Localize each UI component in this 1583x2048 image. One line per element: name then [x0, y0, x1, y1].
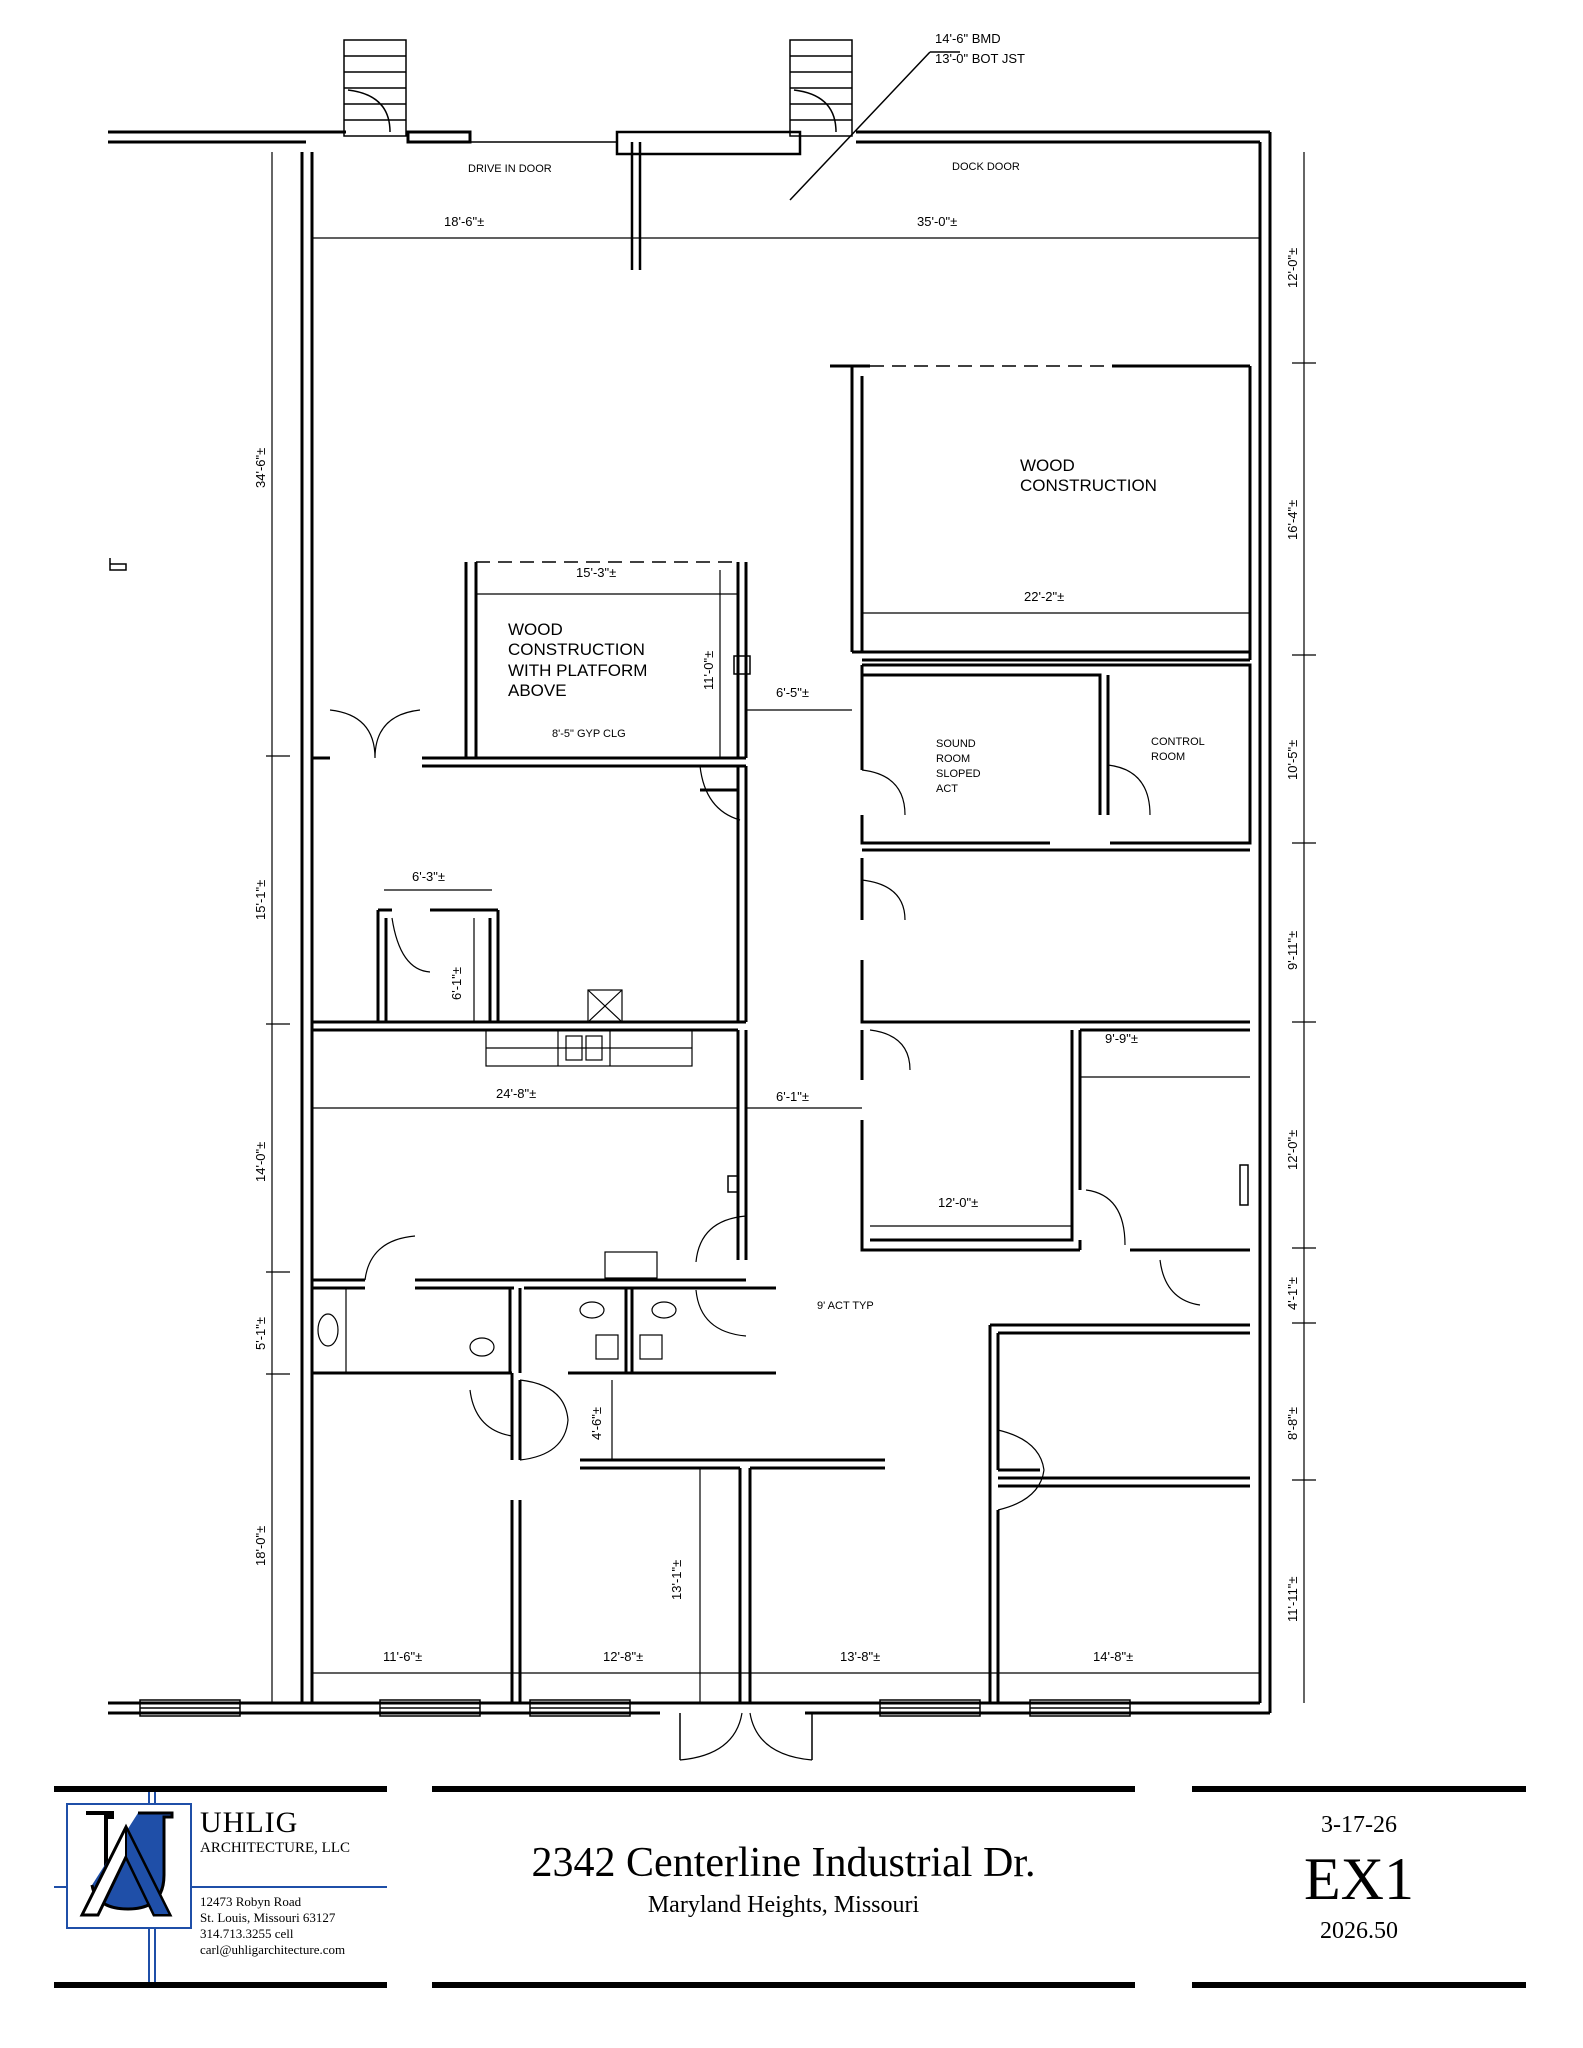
title-bar-top-sheet — [1192, 1786, 1526, 1792]
firm-subtitle: ARCHITECTURE, LLC — [200, 1840, 350, 1856]
dim-bottom-width-3: 13'-8"± — [840, 1649, 881, 1664]
firm-address-line2: St. Louis, Missouri 63127 — [200, 1910, 336, 1925]
dim-bottom-width-2: 12'-8"± — [603, 1649, 644, 1664]
dim-top-right-width: 35'-0"± — [917, 214, 958, 229]
room-label-control-room: CONTROL ROOM — [1151, 736, 1205, 763]
drive-in-door-label: DRIVE IN DOOR — [468, 163, 552, 175]
wood-room-top — [830, 364, 1252, 662]
dim-corridor-upper: 6'-5"± — [776, 685, 810, 700]
dim-right-height-4: 9'-11"± — [1285, 930, 1300, 970]
restroom-block — [312, 1278, 776, 1375]
dim-closet-width: 6'-3"± — [412, 869, 446, 884]
title-bar-top-firm — [54, 1786, 387, 1792]
dim-office-width-b: 9'-9"± — [1105, 1031, 1139, 1046]
dim-office-width-a: 12'-0"± — [938, 1195, 979, 1210]
sound-control-rooms — [860, 663, 1252, 845]
room-label-platform: WOOD CONSTRUCTION WITH PLATFORM ABOVE — [508, 620, 648, 701]
beam-callout-line2: 13'-0" BOT JST — [935, 51, 1025, 66]
title-bar-top-project — [432, 1786, 1135, 1792]
sheet-date: 3-17-26 — [1321, 1812, 1397, 1838]
dim-left-height-5: 18'-0"± — [253, 1525, 268, 1566]
dim-right-height-8: 11'-11"± — [1285, 1576, 1300, 1622]
room-label-sound-room: SOUND ROOM SLOPED ACT — [936, 738, 981, 795]
dim-right-height-1: 12'-0"± — [1285, 247, 1300, 288]
dim-corridor-mid: 6'-1"± — [776, 1089, 810, 1104]
dim-main-room-width: 24'-8"± — [496, 1086, 537, 1101]
project-city: Maryland Heights, Missouri — [647, 1892, 920, 1918]
firm-logo — [66, 1803, 192, 1929]
project-number: 2026.50 — [1320, 1918, 1398, 1944]
dim-bottom-width-1: 11'-6"± — [383, 1649, 423, 1664]
dim-left-height-4: 5'-1"± — [253, 1316, 268, 1350]
dim-right-height-7: 8'-8"± — [1285, 1406, 1300, 1440]
dim-bottom-width-4: 14'-8"± — [1093, 1649, 1134, 1664]
dim-closet-depth: 6'-1"± — [449, 966, 464, 1000]
room-label-wood-construction: WOOD CONSTRUCTION — [1020, 456, 1157, 496]
title-bar-bottom-sheet — [1192, 1982, 1526, 1988]
callout-leader — [789, 51, 960, 201]
title-bar-bottom-project — [432, 1982, 1135, 1988]
platform-room — [422, 561, 748, 768]
dim-left-height-3: 14'-0"± — [253, 1141, 268, 1182]
dim-office-depth: 13'-1"± — [669, 1559, 684, 1600]
dim-left-height-2: 15'-1"± — [253, 879, 268, 920]
beam-callout-line1: 14'-6" BMD — [935, 31, 1001, 46]
act-typ-note: 9' ACT TYP — [817, 1300, 874, 1312]
exterior-walls — [108, 130, 1272, 1715]
firm-name: UHLIG — [200, 1806, 299, 1839]
windows-bottom — [139, 1699, 1131, 1717]
dim-top-left-width: 18'-6"± — [444, 214, 485, 229]
dim-left-height-1: 34'-6"± — [253, 447, 268, 488]
firm-phone: 314.713.3255 cell — [200, 1926, 294, 1941]
title-bar-bottom-firm — [54, 1982, 387, 1988]
firm-address-line1: 12473 Robyn Road — [200, 1894, 302, 1909]
dim-right-height-6: 4'-1"± — [1285, 1276, 1300, 1310]
dim-corridor-lower: 4'-6"± — [589, 1406, 604, 1440]
firm-email[interactable]: carl@uhligarchitecture.com — [200, 1942, 346, 1957]
stairs — [343, 39, 853, 137]
ua-monogram-icon — [79, 1811, 174, 1917]
closet — [376, 908, 500, 1022]
sheet-number: EX1 — [1304, 1846, 1414, 1912]
dim-wood-top-width: 22'-2"± — [1024, 589, 1065, 604]
dim-platform-depth: 11'-0"± — [701, 650, 716, 690]
dim-right-height-2: 16'-4"± — [1285, 499, 1300, 540]
dim-platform-width: 15'-3"± — [576, 565, 617, 580]
project-address: 2342 Centerline Industrial Dr. — [531, 1840, 1036, 1886]
dim-right-height-3: 10'-5"± — [1285, 739, 1300, 780]
gyp-clg-note: 8'-5" GYP CLG — [552, 728, 626, 740]
dock-door-label: DOCK DOOR — [952, 161, 1020, 173]
dim-right-height-5: 12'-0"± — [1285, 1129, 1300, 1170]
